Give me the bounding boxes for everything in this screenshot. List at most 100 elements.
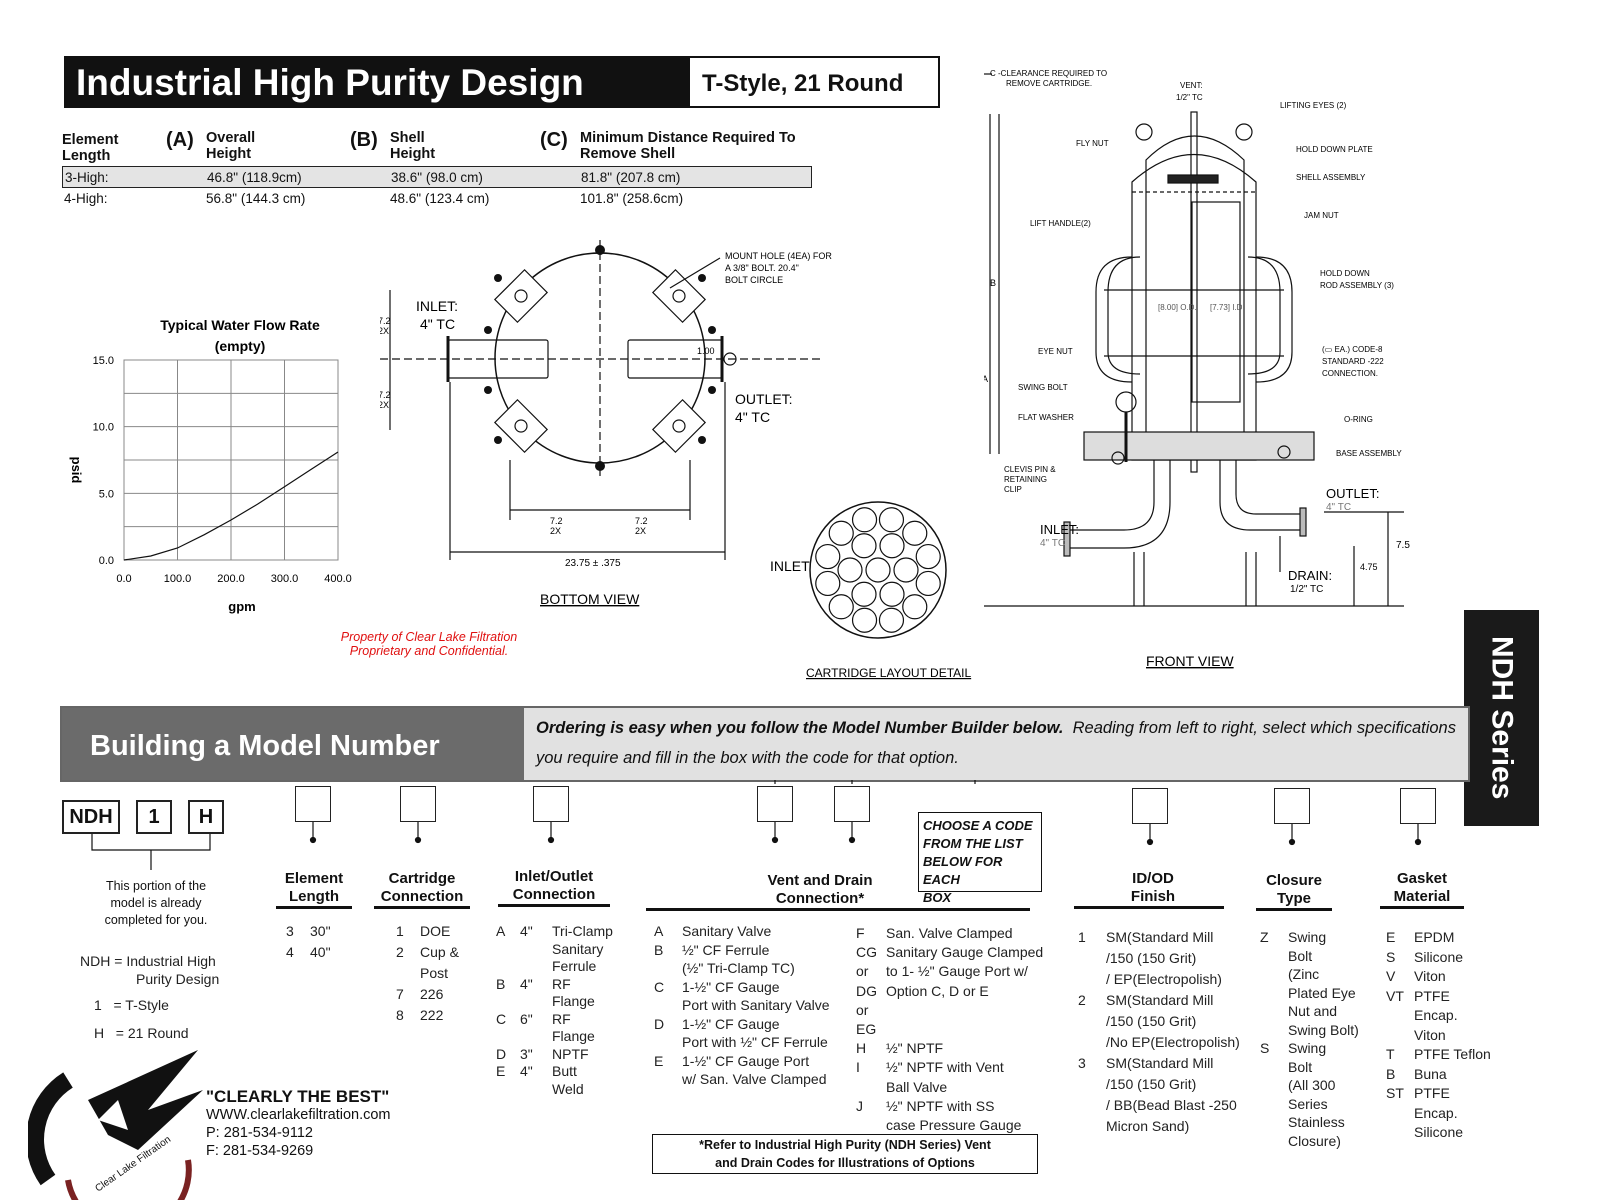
- option-text: Flange: [552, 1028, 595, 1044]
- chart-title: Typical Water Flow Rate: [160, 317, 320, 333]
- option-text: 2: [1078, 992, 1086, 1008]
- eye-nut-label: EYE NUT: [1038, 347, 1073, 356]
- option-text: C: [496, 1010, 507, 1027]
- swing-bolt-label: SWING BOLT: [1018, 383, 1068, 392]
- chart-xlabel: gpm: [228, 599, 255, 614]
- dim-b: B: [990, 278, 996, 288]
- divider: [498, 904, 610, 907]
- legend-h: H = 21 Round: [94, 1025, 189, 1041]
- option-text: Plated Eye: [1288, 984, 1356, 1001]
- entry-box-element-length[interactable]: [295, 786, 331, 822]
- prefix-bracket: [91, 834, 211, 870]
- option-text: or: [856, 1001, 869, 1018]
- option-text: 3": [520, 1045, 533, 1062]
- entry-box-finish[interactable]: [1132, 788, 1168, 824]
- option-text: ½" NPTF with SS: [886, 1097, 995, 1114]
- clevis-2: RETAINING: [1004, 475, 1047, 484]
- option-text: ½" NPTF with Vent: [886, 1059, 1004, 1076]
- entry-box-cartridge[interactable]: [400, 786, 436, 822]
- entry-box-vent[interactable]: [757, 786, 793, 822]
- row-a: 46.8" (118.9cm): [207, 170, 302, 185]
- option-text: Post: [420, 965, 449, 981]
- option-text: /150 (150 Grit): [1106, 1076, 1197, 1092]
- option-text: 1: [396, 923, 404, 939]
- entry-box-inlet-outlet[interactable]: [533, 786, 569, 822]
- option-text: 4": [520, 975, 533, 992]
- option-text: Viton: [1414, 1026, 1446, 1043]
- option-text: 226: [420, 986, 444, 1002]
- prefix-code-1: 1: [136, 800, 172, 834]
- entry-box-closure[interactable]: [1274, 788, 1310, 824]
- code8-3: CONNECTION.: [1322, 369, 1378, 378]
- option-text: 3: [286, 923, 294, 939]
- lift-handle-label: LIFT HANDLE(2): [1030, 219, 1091, 228]
- option-text: VT: [1386, 987, 1404, 1004]
- dim-a: A: [984, 374, 988, 384]
- legend-ndh: NDH = Industrial High: [80, 953, 216, 969]
- cartridge-circle: [915, 543, 941, 570]
- cartridge-circle: [851, 581, 877, 607]
- option-text: B: [496, 975, 506, 992]
- website: WWW.clearlakefiltration.com: [206, 1107, 391, 1123]
- option-text: RF: [552, 975, 571, 992]
- option-text: 1-½" CF Gauge: [682, 978, 780, 995]
- divider: [1256, 908, 1332, 911]
- option-text: Bolt: [1288, 1058, 1313, 1075]
- option-text: SM(Standard Mill: [1106, 992, 1214, 1008]
- option-text: S: [1260, 1040, 1270, 1056]
- cartridge-caption: CARTRIDGE LAYOUT DETAIL: [806, 666, 971, 680]
- cartridge-circle: [815, 570, 841, 597]
- option-text: 4": [520, 1063, 533, 1079]
- divider: [646, 908, 1030, 911]
- cartridge-inlet-label: INLET: [770, 558, 810, 574]
- option-text: A: [496, 923, 506, 939]
- fax: F: 281-534-9269: [206, 1143, 314, 1159]
- row-label: 4-High:: [64, 191, 108, 206]
- option-text: Swing: [1288, 1040, 1327, 1056]
- option-text: Sanitary Valve: [682, 923, 772, 939]
- option-text: Viton: [1414, 968, 1446, 984]
- option-text: Swing Bolt): [1288, 1021, 1359, 1038]
- option-text: PTFE: [1414, 987, 1450, 1004]
- legend-ndh-2: Purity Design: [136, 971, 220, 987]
- cartridge-layout-drawing: INLET CARTRIDGE LAYOUT DETAIL: [770, 501, 971, 680]
- option-text: Silicone: [1414, 1124, 1464, 1140]
- y-tick-label: 0.0: [99, 555, 114, 567]
- cartridge-circle: [879, 533, 905, 559]
- fly-nut-label: FLY NUT: [1076, 139, 1109, 148]
- option-text: EPDM: [1414, 929, 1455, 945]
- cartridge-circle: [902, 520, 928, 546]
- bottom-inlet-label: INLET:: [416, 298, 458, 314]
- page-title: Industrial High Purity Design: [66, 58, 690, 106]
- option-text: (½" Tri-Clamp TC): [682, 960, 795, 976]
- option-text: Encap.: [1414, 1007, 1458, 1023]
- mount-note-2: A 3/8" BOLT. 20.4": [725, 263, 799, 273]
- prefix-note-1: This portion of the: [105, 879, 207, 893]
- option-text: / BB(Bead Blast -250: [1106, 1097, 1237, 1113]
- footer-contact: "CLEARLY THE BEST" WWW.clearlakefiltrati…: [206, 1088, 391, 1160]
- title-bar: Industrial High Purity Design T-Style, 2…: [64, 56, 940, 108]
- option-text: Sanitary: [552, 940, 604, 957]
- option-text: Port with Sanitary Valve: [682, 997, 830, 1013]
- front-inlet-size: 4" TC: [1040, 538, 1065, 549]
- option-text: Closure): [1288, 1132, 1341, 1149]
- bottom-outlet-label: OUTLET:: [735, 391, 793, 407]
- col-b-header: Shell Height: [390, 130, 436, 162]
- option-text: DOE: [420, 923, 451, 939]
- option-text: H: [856, 1040, 867, 1057]
- row-c: 81.8" (207.8 cm): [581, 170, 681, 185]
- x-tick-label: 0.0: [116, 573, 131, 585]
- option-text: F: [856, 925, 865, 941]
- option-text: Buna: [1414, 1065, 1447, 1082]
- entry-box-drain[interactable]: [834, 786, 870, 822]
- entry-box-gasket[interactable]: [1400, 788, 1436, 824]
- option-text: 2: [396, 944, 404, 960]
- oring-label: O-RING: [1344, 415, 1373, 424]
- dim-72-lower: 7.2: [380, 390, 391, 400]
- mount-note-1: MOUNT HOLE (4EA) FOR: [725, 251, 832, 261]
- cartridge-circle: [851, 607, 878, 633]
- option-text: 6": [520, 1010, 533, 1027]
- option-text: 8: [396, 1007, 404, 1023]
- od-label: [8.00] O.D.: [1158, 303, 1197, 312]
- prefix-code-ndh: NDH: [62, 800, 120, 834]
